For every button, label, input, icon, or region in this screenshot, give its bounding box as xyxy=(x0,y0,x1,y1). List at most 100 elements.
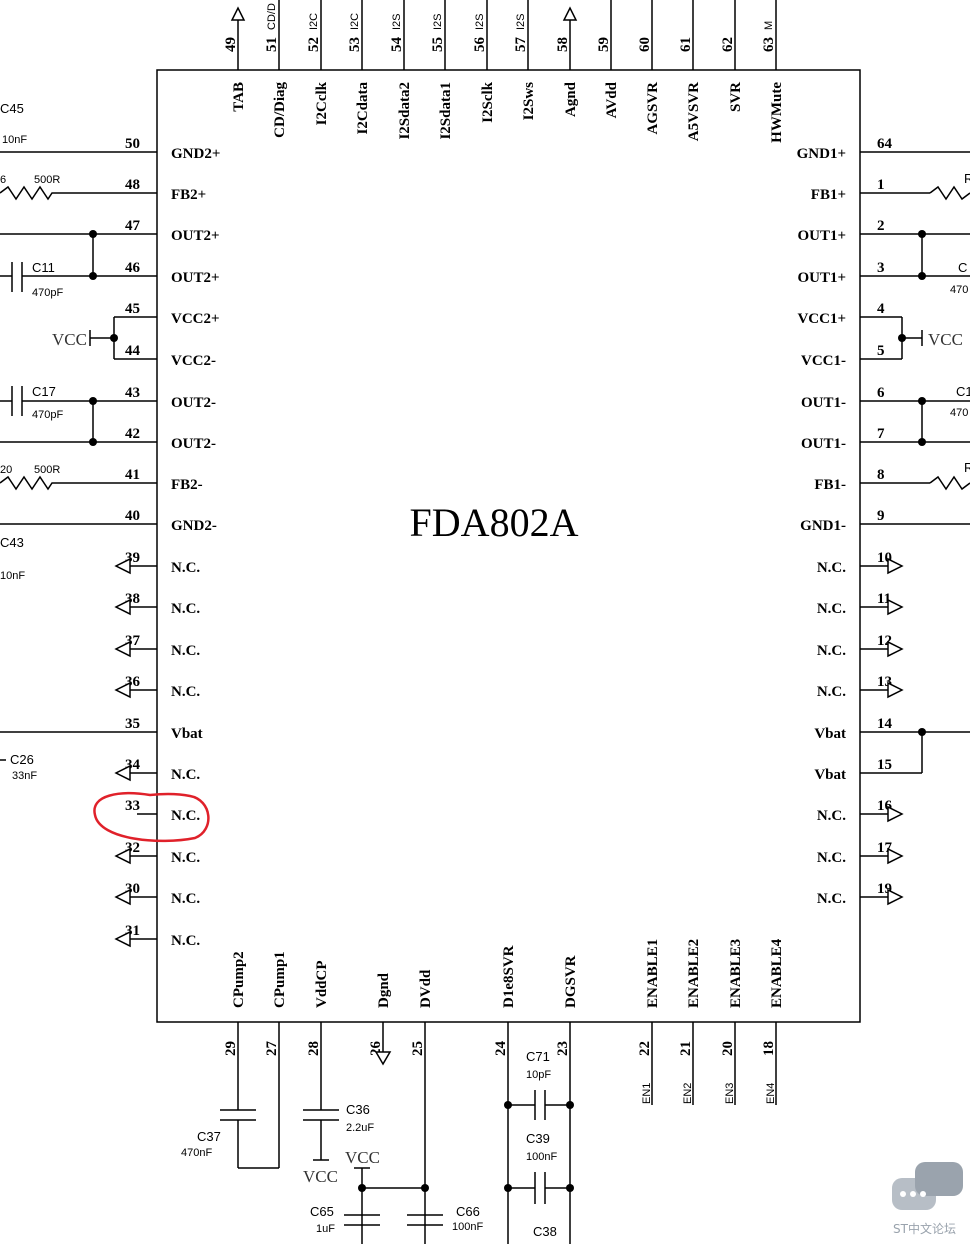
pin-num-50: 50 xyxy=(125,136,140,152)
resistor-right2-ref: R xyxy=(964,460,970,475)
pin-num-64: 64 xyxy=(877,136,893,152)
pin-num-62: 62 xyxy=(720,37,736,52)
nc-arrow-31 xyxy=(114,930,131,948)
pin-num-9: 9 xyxy=(877,508,885,524)
nc-arrow-13 xyxy=(887,681,904,699)
resistor-fb2m xyxy=(0,475,157,491)
c-right1-ref: C xyxy=(958,260,967,275)
pin-name-60: AGSVR xyxy=(645,82,661,135)
pin-name-33: N.C. xyxy=(171,808,200,824)
pin-num-25: 25 xyxy=(410,1041,426,1056)
c65-ref: C65 xyxy=(310,1204,334,1219)
pin-num-63: 63 xyxy=(761,37,777,52)
pin-name-11: N.C. xyxy=(817,601,846,617)
pin-num-7: 7 xyxy=(877,426,885,442)
pin-name-34: N.C. xyxy=(171,767,200,783)
nc-arrow-32 xyxy=(114,847,131,865)
c45-ref: C45 xyxy=(0,101,24,116)
c45-value: 10nF xyxy=(2,134,27,146)
pin-num-14: 14 xyxy=(877,716,893,732)
pin-num-24: 24 xyxy=(493,1041,509,1057)
pin-name-5: VCC1- xyxy=(801,353,846,369)
pin-num-6: 6 xyxy=(877,385,885,401)
vcc-vddcp: VCC xyxy=(303,1167,338,1186)
c17-value: 470pF xyxy=(32,409,63,421)
pin-name-22: ENABLE1 xyxy=(645,939,661,1008)
highlight-circle-pin-33 xyxy=(93,791,210,843)
pin-num-43: 43 xyxy=(125,385,140,401)
pin-name-9: GND1- xyxy=(800,518,846,534)
top-net-label-6: I2S xyxy=(515,13,527,30)
nc-arrow-34 xyxy=(114,764,131,782)
pin-name-38: N.C. xyxy=(171,601,200,617)
pin-name-57: I2Sws xyxy=(521,82,537,121)
c43-ref: C43 xyxy=(0,535,24,550)
top-net-label-2: I2C xyxy=(349,13,361,30)
pin-name-4: VCC1+ xyxy=(797,311,846,327)
pin-num-60: 60 xyxy=(637,37,653,52)
pin-num-57: 57 xyxy=(513,37,529,53)
component-labels: C45 10nF 6 500R C11 470pF VCC C17 470pF … xyxy=(0,101,970,1239)
nc-arrow-12 xyxy=(887,640,904,658)
c66-ref: C66 xyxy=(456,1204,480,1219)
pin-name-35: Vbat xyxy=(171,726,203,742)
pin-name-3: OUT1+ xyxy=(797,270,846,286)
c71-ref: C71 xyxy=(526,1049,550,1064)
c37-value: 470nF xyxy=(181,1147,212,1159)
top-net-label-5: I2S xyxy=(474,13,486,30)
pin-num-35: 35 xyxy=(125,716,140,732)
pin-name-28: VddCP xyxy=(314,960,330,1008)
pin-name-59: AVdd xyxy=(604,81,620,118)
resistor-fb2p xyxy=(0,185,157,201)
pin-name-13: N.C. xyxy=(817,684,846,700)
c38-ref: C38 xyxy=(533,1224,557,1239)
watermark-text: ST中文论坛 xyxy=(893,1221,956,1236)
pin-name-6: OUT1- xyxy=(801,395,846,411)
pin-num-27: 27 xyxy=(264,1041,280,1057)
pin-name-27: CPump1 xyxy=(272,951,288,1008)
pin-name-42: OUT2- xyxy=(171,436,216,452)
nc-arrow-37 xyxy=(114,640,131,658)
top-net-label-0: CD/D xyxy=(266,3,278,30)
bottom-net-label-en2: EN2 xyxy=(682,1083,694,1104)
nc-arrow-30 xyxy=(114,888,131,906)
pin-name-45: VCC2+ xyxy=(171,311,220,327)
nc-arrow-19 xyxy=(887,888,904,906)
top-net-label-7: M xyxy=(763,21,775,30)
pin-name-29: CPump2 xyxy=(231,951,247,1008)
pin-num-55: 55 xyxy=(430,37,446,52)
top-net-label-3: I2S xyxy=(391,13,403,30)
tab-arrow xyxy=(230,6,246,21)
pin-name-23: DGSVR xyxy=(563,955,579,1008)
ic-name: FDA802A xyxy=(410,500,579,545)
bottom-net-label-en3: EN3 xyxy=(724,1083,736,1104)
pin-name-43: OUT2- xyxy=(171,395,216,411)
pin-name-40: GND2- xyxy=(171,518,217,534)
resistor-right1-ref: R xyxy=(964,171,970,186)
nc-arrow-10 xyxy=(887,557,904,575)
pin-name-19: N.C. xyxy=(817,891,846,907)
pin-name-30: N.C. xyxy=(171,891,200,907)
pin-name-36: N.C. xyxy=(171,684,200,700)
pin-num-49: 49 xyxy=(223,37,239,52)
pin-num-18: 18 xyxy=(761,1041,777,1056)
pin-num-40: 40 xyxy=(125,508,140,524)
c37-ref: C37 xyxy=(197,1129,221,1144)
pin-name-64: GND1+ xyxy=(797,146,846,162)
external-circuit xyxy=(0,6,970,1244)
pin-name-14: Vbat xyxy=(814,726,846,742)
nc-arrow-17 xyxy=(887,847,904,865)
pin-group: GND2+50FB2+48OUT2+47OUT2+46VCC2+45VCC2-4… xyxy=(114,0,904,1104)
c39-value: 100nF xyxy=(526,1151,557,1163)
c-right2-ref: C1 xyxy=(956,384,970,399)
pin-name-16: N.C. xyxy=(817,808,846,824)
pin-name-47: OUT2+ xyxy=(171,228,220,244)
c17-ref: C17 xyxy=(32,384,56,399)
pin-name-18: ENABLE4 xyxy=(769,938,785,1008)
c36-value: 2.2uF xyxy=(346,1122,374,1134)
pin-name-1: FB1+ xyxy=(811,187,846,203)
pin-name-25: DVdd xyxy=(418,969,434,1008)
c11-value: 470pF xyxy=(32,287,63,299)
pin-num-56: 56 xyxy=(472,37,488,53)
